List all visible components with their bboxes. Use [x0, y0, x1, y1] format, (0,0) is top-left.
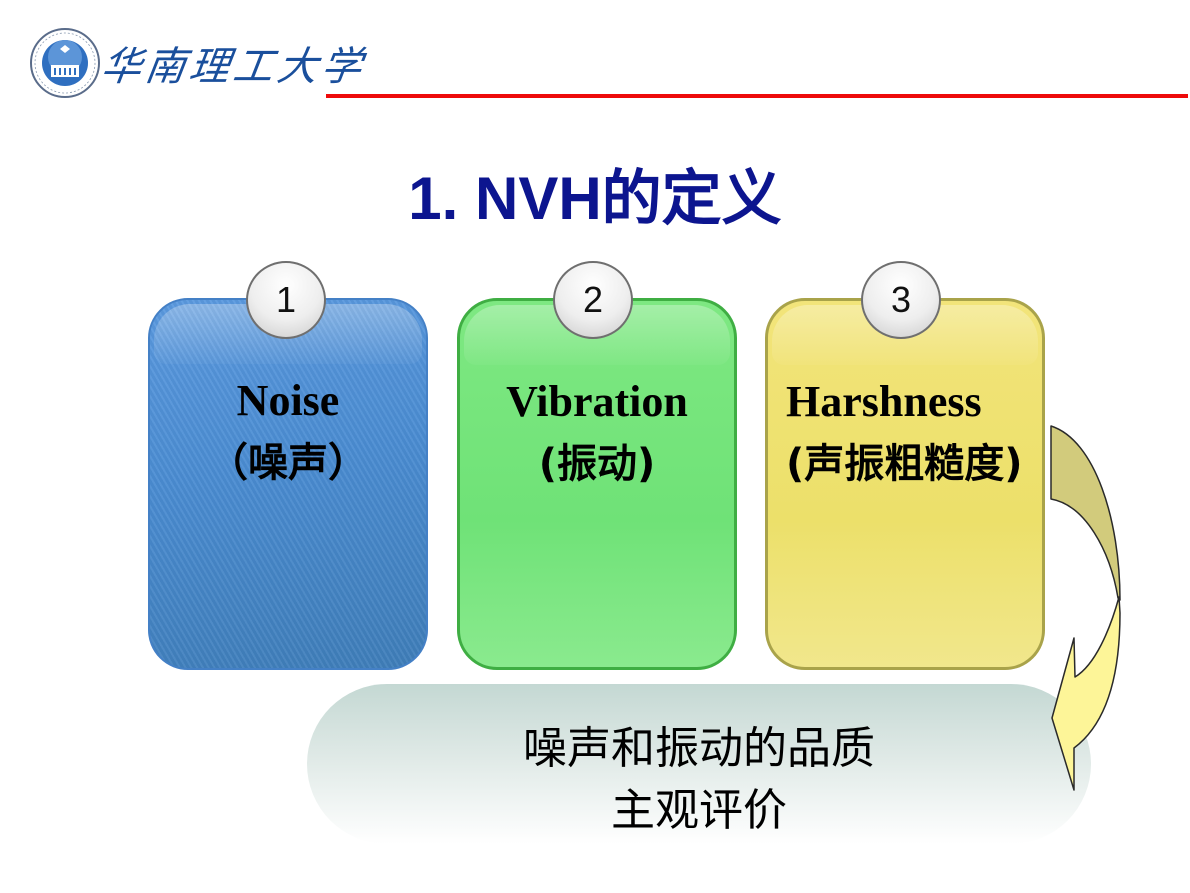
slide-title: 1. NVH的定义 — [408, 165, 782, 232]
card-title: Noise — [236, 376, 340, 425]
card-subtitle: （噪声） — [208, 440, 368, 486]
card-noise: Noise （噪声） — [148, 298, 428, 670]
header-divider — [326, 94, 1188, 98]
step-badge-3: 3 — [861, 261, 941, 339]
card-vibration: Vibration (振动) — [457, 298, 737, 670]
summary-pill: 噪声和振动的品质 主观评价 — [307, 684, 1091, 844]
card-title: Vibration — [506, 377, 688, 426]
summary-line-1: 噪声和振动的品质 — [523, 723, 875, 774]
university-name: 华南理工大学 — [98, 44, 369, 90]
university-seal-icon — [29, 27, 101, 99]
card-subtitle: (振动) — [538, 441, 656, 487]
card-subtitle: (声振粗糙度) — [786, 441, 1023, 487]
summary-line-2: 主观评价 — [611, 785, 787, 836]
card-title: Harshness — [786, 377, 982, 426]
card-harshness: Harshness (声振粗糙度) — [765, 298, 1045, 670]
step-badge-2: 2 — [553, 261, 633, 339]
step-badge-1: 1 — [246, 261, 326, 339]
